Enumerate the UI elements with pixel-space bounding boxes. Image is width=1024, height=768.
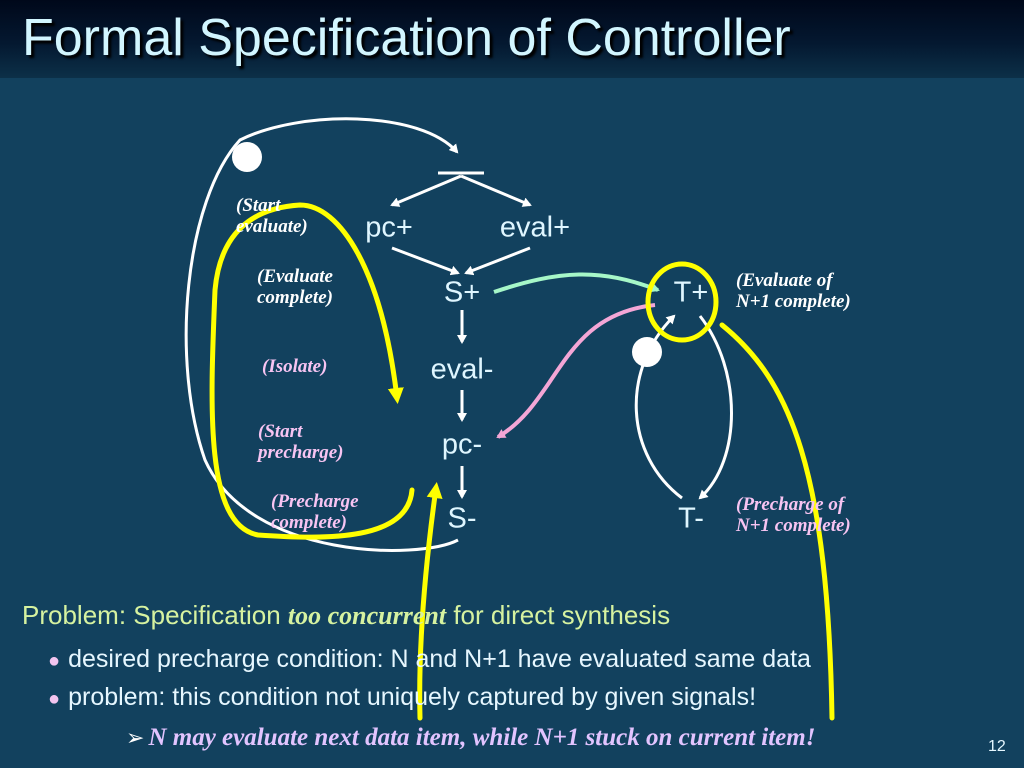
node-eval-plus: eval+ xyxy=(499,211,571,244)
arrow-bullet-icon: ➢ xyxy=(126,725,145,750)
bullet-dot-icon: ● xyxy=(48,688,61,710)
node-eval-minus: eval- xyxy=(430,353,494,386)
token-top xyxy=(232,142,262,172)
highlight-arrow-up xyxy=(417,482,443,721)
note-line: complete) xyxy=(257,287,333,308)
note-precharge-complete: (Precharge complete) xyxy=(271,491,359,533)
note-line: evaluate) xyxy=(236,216,308,237)
bullet-dot-icon: ● xyxy=(48,650,61,672)
node-pc-minus: pc- xyxy=(441,428,483,461)
note-line: N+1 complete) xyxy=(736,291,851,312)
arc-eval-plus-s-plus xyxy=(464,246,531,276)
note-line: precharge) xyxy=(258,442,344,463)
bullet-item: ● problem: this condition not uniquely ca… xyxy=(48,683,756,712)
loop-arc xyxy=(184,117,459,552)
slide-title: Formal Specification of Controller xyxy=(22,9,791,67)
note-start-precharge: (Start precharge) xyxy=(258,421,343,463)
sync-arc-s-plus-t-plus xyxy=(493,272,660,294)
note-line: (Precharge xyxy=(271,491,359,512)
arc-t-minus-t-plus xyxy=(634,314,683,500)
note-line: complete) xyxy=(271,512,347,533)
arc-t-plus-t-minus xyxy=(698,315,733,500)
node-t-plus: T+ xyxy=(673,276,709,309)
note-line: (Evaluate xyxy=(257,266,333,287)
token-right xyxy=(632,337,662,367)
note-line: (Isolate) xyxy=(262,356,328,377)
node-s-minus: S- xyxy=(447,502,477,535)
note-precharge-n1: (Precharge of N+1 complete) xyxy=(736,494,851,536)
note-line: (Start xyxy=(258,421,303,442)
sub-point-text: N may evaluate next data item, while N+1… xyxy=(148,724,816,751)
note-line: (Precharge of xyxy=(736,494,845,515)
sub-point: ➢N may evaluate next data item, while N+… xyxy=(126,724,815,752)
note-line: N+1 complete) xyxy=(736,515,851,536)
page-number: 12 xyxy=(988,738,1006,755)
problem-emphasis: too concurrent xyxy=(287,601,447,630)
note-evaluate-complete: (Evaluate complete) xyxy=(257,266,333,308)
note-start-evaluate: (Start evaluate) xyxy=(236,195,308,237)
note-evaluate-n1: (Evaluate of N+1 complete) xyxy=(736,270,851,312)
arc-bar-pc-plus xyxy=(390,174,462,207)
problem-prefix: Problem: Specification xyxy=(22,600,288,630)
title-bar xyxy=(0,0,1024,78)
problem-statement: Problem: Specification too concurrent fo… xyxy=(22,600,670,631)
sync-arc-t-plus-pc-minus xyxy=(496,303,656,439)
bullet-text: desired precharge condition: N and N+1 h… xyxy=(68,645,811,673)
highlight-loop xyxy=(209,202,415,540)
arc-bar-eval-plus xyxy=(460,174,532,207)
note-line: (Evaluate of xyxy=(736,270,833,291)
bullet-item: ● desired precharge condition: N and N+1 … xyxy=(48,645,811,674)
note-line: (Start xyxy=(236,195,281,216)
problem-suffix: for direct synthesis xyxy=(446,600,671,630)
bullet-text: problem: this condition not uniquely cap… xyxy=(68,683,757,711)
node-pc-plus: pc+ xyxy=(365,211,413,244)
note-isolate: (Isolate) xyxy=(262,356,327,377)
arc-pc-plus-s-plus xyxy=(391,246,460,276)
highlight-line-right xyxy=(719,322,835,721)
node-s-plus: S+ xyxy=(443,276,481,309)
node-t-minus: T- xyxy=(678,502,704,535)
highlight-circle-t-plus xyxy=(645,261,719,343)
